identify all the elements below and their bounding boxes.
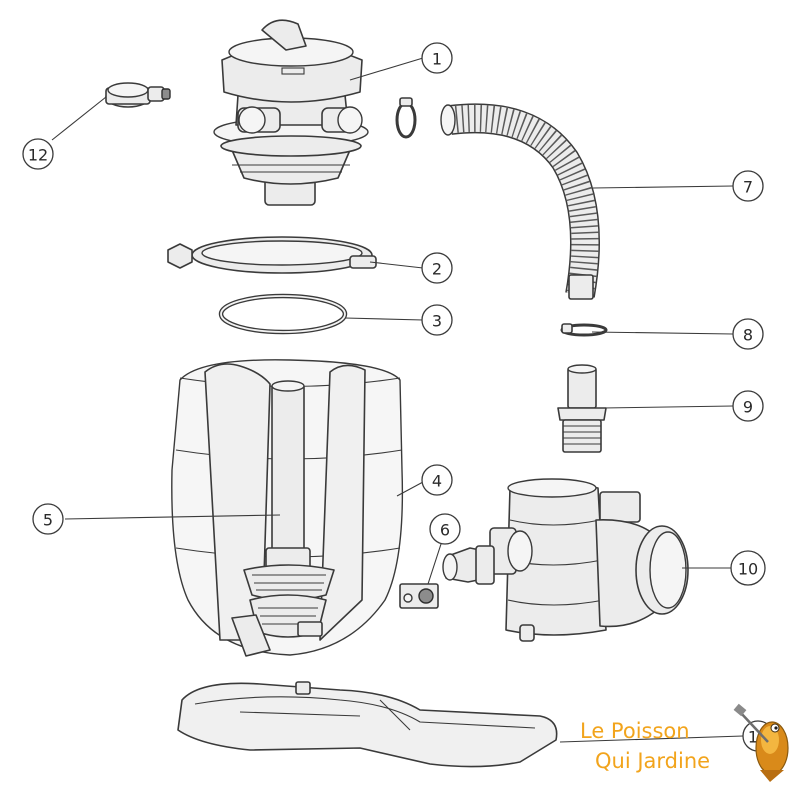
- callout-2: 2: [421, 252, 453, 284]
- callout-3: 3: [421, 304, 453, 336]
- part-5-collector: [231, 380, 335, 657]
- leader-1: [349, 57, 424, 81]
- leader-9: [602, 405, 734, 409]
- part-2-clamp-ring: [167, 236, 377, 274]
- callout-10: 10: [730, 550, 766, 586]
- fish-gardener-icon: [733, 703, 789, 782]
- callout-6: 6: [429, 513, 461, 545]
- callout-2-label: 2: [432, 260, 442, 279]
- callout-5-label: 5: [43, 511, 53, 530]
- callout-7: 7: [732, 170, 764, 202]
- callout-3-label: 3: [432, 312, 442, 331]
- logo-line-2: Qui Jardine: [595, 749, 710, 773]
- leader-7: [592, 185, 734, 189]
- hose-barb-connector: [442, 545, 495, 585]
- callout-8-label: 8: [743, 326, 753, 345]
- callout-4: 4: [421, 464, 453, 496]
- logo-watermark: Le Poisson Qui Jardine: [580, 703, 789, 782]
- part-12-coupling: [105, 82, 171, 108]
- part-8-hose-clamp: [560, 323, 608, 337]
- leader-3: [344, 317, 424, 321]
- callout-7-label: 7: [743, 178, 753, 197]
- callout-9-label: 9: [743, 398, 753, 417]
- callout-1-label: 1: [432, 50, 442, 69]
- callout-12: 12: [22, 138, 54, 170]
- callout-1: 1: [421, 42, 453, 74]
- part-9-threaded-adapter: [557, 364, 607, 453]
- part-3-o-ring: [218, 293, 348, 335]
- callout-10-label: 10: [738, 560, 758, 579]
- part-1-multiport-valve: [213, 19, 369, 206]
- callout-8: 8: [732, 318, 764, 350]
- part-7-flexible-hose: [440, 103, 600, 300]
- callout-6-label: 6: [440, 521, 450, 540]
- leader-2: [369, 261, 424, 269]
- leader-5: [64, 514, 281, 520]
- callout-12-label: 12: [28, 146, 48, 165]
- callout-4-label: 4: [432, 472, 442, 491]
- leader-11: [559, 735, 744, 743]
- callout-9: 9: [732, 390, 764, 422]
- callout-5: 5: [32, 503, 64, 535]
- leader-4: [396, 481, 424, 497]
- leader-8: [591, 331, 734, 335]
- part-6-drain-plug: [399, 583, 439, 609]
- leader-12: [51, 96, 107, 141]
- leader-lines: [51, 57, 744, 743]
- hose-clamp-small: [395, 97, 417, 139]
- logo-line-1: Le Poisson: [580, 719, 690, 743]
- part-11-base: [177, 681, 558, 768]
- part-10-pump: [489, 478, 689, 642]
- leader-6: [427, 543, 442, 585]
